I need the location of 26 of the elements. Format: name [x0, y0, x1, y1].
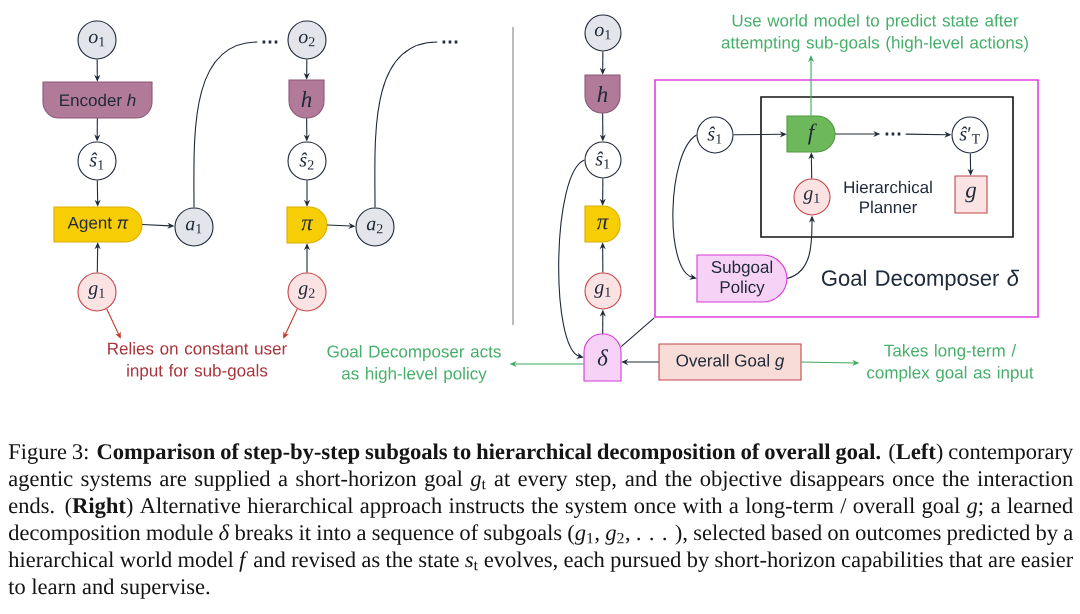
arrow — [283, 308, 298, 339]
curved-line — [374, 41, 438, 208]
annotation-text: Relies on constant user input for sub-goals — [108, 342, 287, 380]
ellipsis: … — [442, 40, 458, 44]
ellipsis: … — [262, 40, 278, 44]
arrow — [106, 308, 121, 339]
annotation-text: Goal Decomposer acts as high-level policy — [327, 345, 501, 383]
curved-line — [193, 41, 258, 208]
encoder-box: h — [288, 79, 325, 119]
goal-box: g — [954, 175, 988, 214]
policy-box: Subgoal Policy — [696, 254, 788, 303]
encoder-box: h — [584, 74, 621, 114]
agent-box: π — [584, 205, 621, 243]
caption: Figure 3: Comparison of step-by-step subgoals to hierarchical decomposition of overall goal. (Left) contemporary agentic systems are supplied a short-horizon goal g$_{t}$ at every step, and the objective disappears once the interaction ends. (Right) Alternative hierarchical approach instructs the system once with a long-term / overall goal g; a learned decomposition module δ breaks it into a sequence of subgoals (g$_{1}$, g$_{2}$, . . . ), selected based on outcomes predicted by a hierarchical world model f and revised as the state s$_{t}$ evolves, each pursued by short-horizon capabilities that are easier to learn and supervise. — [8, 443, 1074, 599]
annotation-text: Use world model to predict state after attempting sub-goals (high-level actions) — [721, 14, 1028, 52]
world-model-box: f — [786, 115, 836, 153]
decomposer-box: δ — [583, 333, 622, 382]
agent-box: Agent π — [53, 206, 143, 243]
line — [620, 317, 655, 348]
annotation-text: Takes long-term / complex goal as input — [867, 344, 1034, 382]
curved-arrow — [672, 134, 697, 280]
goal-box: Overall Goal g — [658, 343, 802, 381]
agent-box: π — [286, 206, 328, 244]
curved-arrow — [558, 159, 585, 359]
ellipsis: … — [885, 132, 901, 136]
encoder-box: Encoder h — [42, 81, 153, 119]
